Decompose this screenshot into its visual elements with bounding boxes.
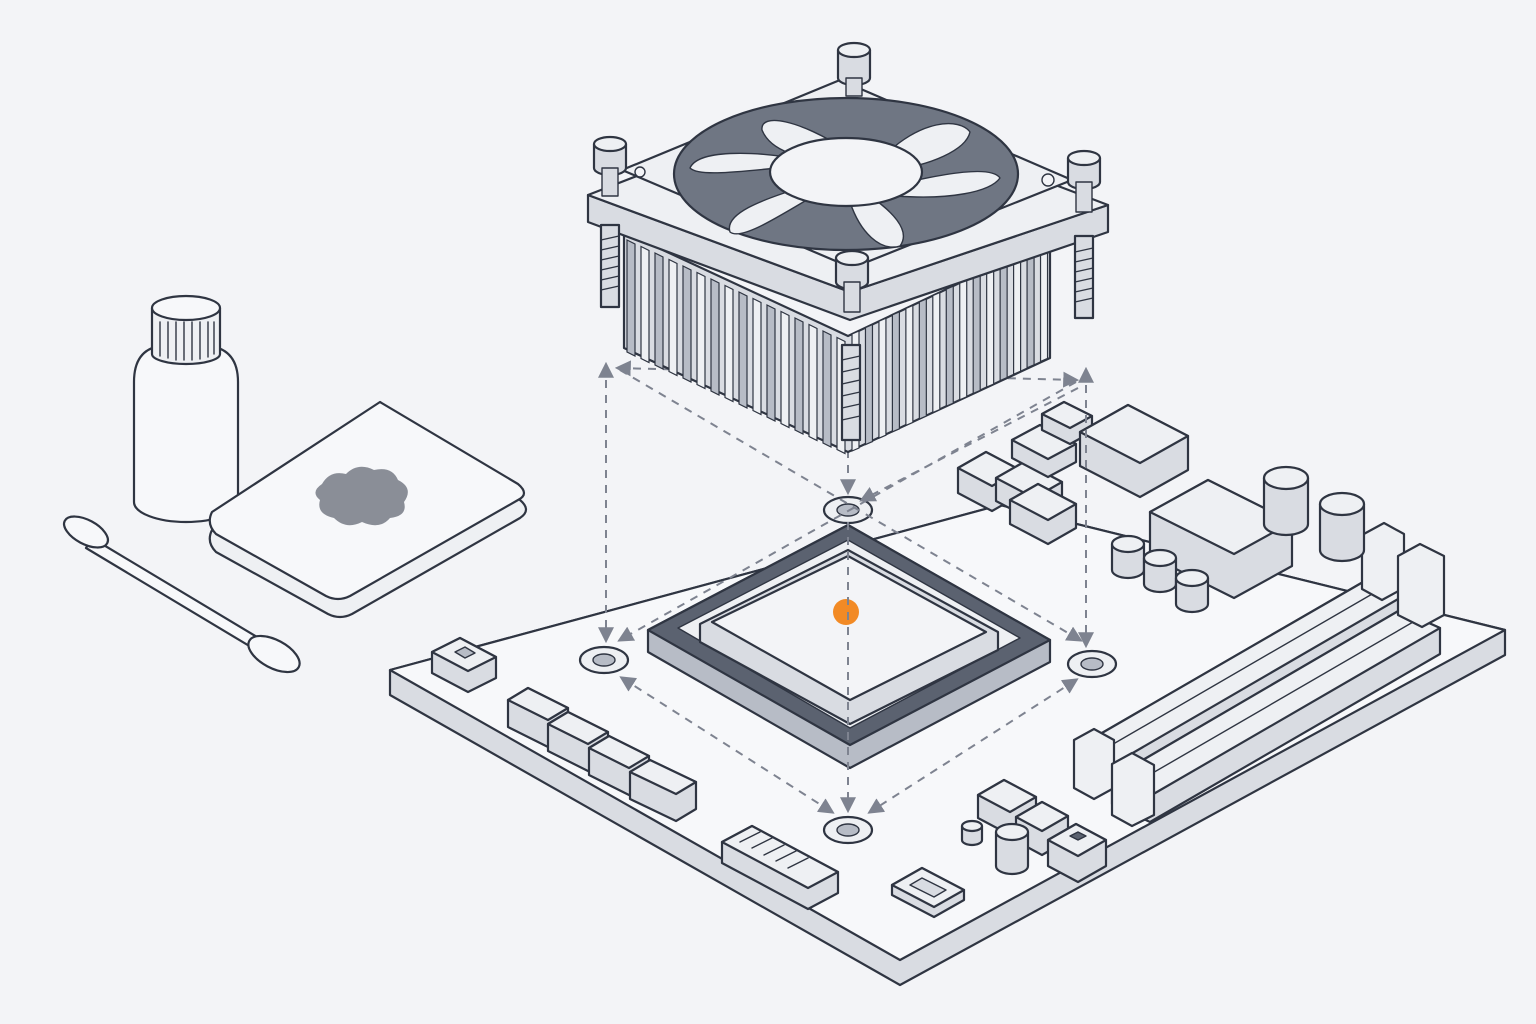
- heatsink-fan: [586, 78, 1110, 455]
- mounting-hole-right: [1066, 649, 1118, 679]
- alcohol-bottle-icon: [132, 294, 240, 524]
- ram-slots: [1072, 521, 1446, 828]
- heatsink-fin: [766, 304, 776, 422]
- mounting-hole-left: [578, 645, 630, 675]
- board-connector-chip: [430, 636, 498, 694]
- screw-front: [834, 249, 870, 442]
- heatsink-fin: [1013, 253, 1022, 376]
- heatsink-fin: [986, 266, 995, 388]
- board-components-top-right: [956, 400, 1366, 614]
- heatsink-fin: [640, 245, 650, 364]
- heatsink-fin: [780, 310, 790, 429]
- heatsink-fin: [1039, 240, 1049, 363]
- m2-slot: [720, 824, 840, 911]
- heatsink-fin: [878, 317, 887, 440]
- mounting-screws: [592, 41, 1102, 442]
- screw-right: [1066, 149, 1102, 320]
- heatsink-fin: [654, 252, 664, 370]
- heatsink-fin: [972, 272, 981, 395]
- heatsink-fin: [696, 271, 706, 390]
- mounting-hole-bottom: [822, 815, 874, 845]
- heatsink-fin: [891, 310, 900, 433]
- heatsink-fin: [959, 278, 968, 401]
- heatsink-fin: [668, 258, 678, 377]
- heatsink-fin: [682, 265, 692, 383]
- heatsink-fin: [918, 298, 927, 420]
- heatsink-fin: [999, 259, 1008, 382]
- thermal-paste-dot: [833, 599, 859, 625]
- heatsink-fin: [905, 304, 914, 427]
- heatsink-fin: [710, 278, 720, 396]
- heatsink-fin: [626, 239, 636, 357]
- cloth-stain: [315, 466, 408, 526]
- heatsink-fin: [945, 285, 954, 408]
- heatsink-fin: [822, 330, 832, 448]
- heatsink-fin: [752, 297, 762, 416]
- heatsink-fin: [932, 291, 941, 414]
- heatsink-fin: [738, 291, 748, 409]
- cotton-swab-icon: [62, 515, 301, 674]
- heatsink-fins: [622, 230, 1052, 455]
- fan-blades: [672, 96, 1020, 252]
- screw-left: [592, 135, 628, 309]
- chipset-chip: [890, 866, 966, 919]
- heatsink-fin: [808, 323, 818, 442]
- heatsink-fin: [864, 323, 874, 446]
- heatsink-fin: [794, 317, 804, 435]
- screw-back: [836, 41, 872, 97]
- cleaning-cloth-icon: [208, 400, 528, 619]
- heatsink-fin: [1026, 246, 1035, 369]
- heatsink-fin: [724, 284, 734, 403]
